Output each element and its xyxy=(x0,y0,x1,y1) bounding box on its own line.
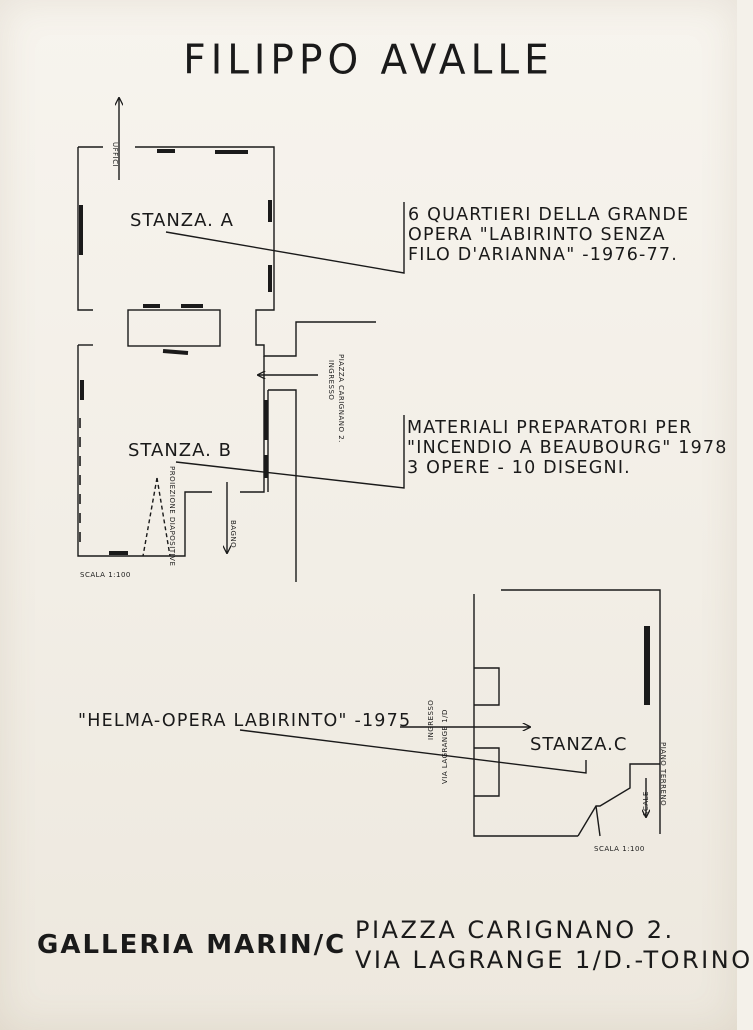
note-b-line-2: "INCENDIO A BEAUBOURG" 1978 xyxy=(407,438,728,458)
label-ingresso-lower: INGRESSO xyxy=(427,699,435,740)
label-ingresso-upper: INGRESSO xyxy=(327,360,335,401)
note-a-line-3: FILO D'ARIANNA" -1976-77. xyxy=(408,245,679,265)
label-bagno: BAGNO xyxy=(229,520,237,549)
note-b-line-3: 3 OPERE - 10 DISEGNI. xyxy=(407,458,631,478)
label-ingresso-upper-addr: PIAZZA CARIGNANO 2. xyxy=(337,354,345,443)
gallery-name: GALLERIA MARIN/C xyxy=(37,930,347,960)
address-line-1: PIAZZA CARIGNANO 2. xyxy=(355,916,675,944)
label-ingresso-lower-addr: VIA LAGRANGE 1/D xyxy=(441,709,449,784)
room-label-b: STANZA. B xyxy=(128,440,232,461)
label-uffici: UFFICI xyxy=(111,142,119,168)
plan-lower-walls xyxy=(473,589,661,837)
label-scala-lower: SCALA 1:100 xyxy=(594,845,645,853)
note-room-a: 6 QUARTIERI DELLA GRANDE OPERA "LABIRINT… xyxy=(408,205,689,265)
note-a-line-1: 6 QUARTIERI DELLA GRANDE xyxy=(408,205,690,225)
label-piano-terreno: PIANO TERRENO xyxy=(659,742,667,807)
note-room-c: "HELMA-OPERA LABIRINTO" -1975 xyxy=(78,711,412,731)
room-label-a: STANZA. A xyxy=(130,210,234,231)
note-room-b: MATERIALI PREPARATORI PER "INCENDIO A BE… xyxy=(407,418,728,478)
room-label-c: STANZA.C xyxy=(530,734,628,755)
note-b-line-1: MATERIALI PREPARATORI PER xyxy=(407,418,693,438)
label-scale: SCALE xyxy=(642,791,650,816)
page-title: FILIPPO AVALLE xyxy=(183,36,554,85)
note-a-line-2: OPERA "LABIRINTO SENZA xyxy=(408,225,666,245)
floor-plans xyxy=(77,0,661,837)
address-line-2: VIA LAGRANGE 1/D.-TORINO xyxy=(355,946,753,974)
label-proiezione: PROIEZIONE DIAPOSITIVE xyxy=(168,466,176,567)
label-scala-upper: SCALA 1:100 xyxy=(80,571,131,579)
